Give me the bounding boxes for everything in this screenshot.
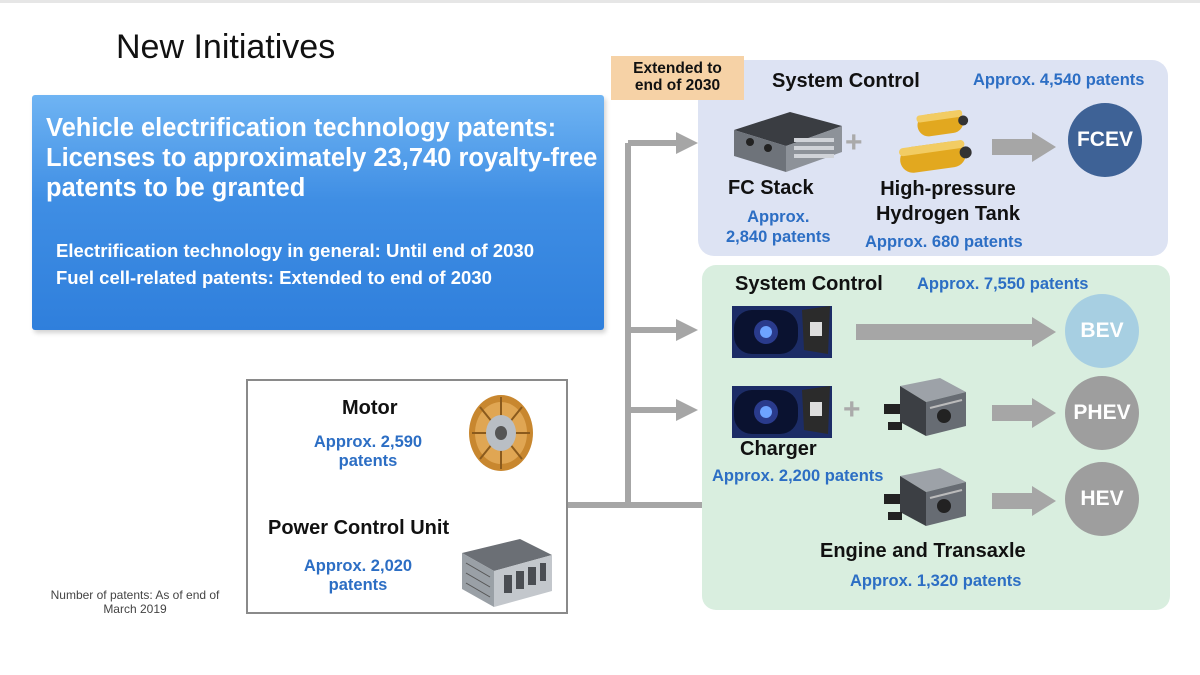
motor-count-line2: patents (338, 452, 398, 470)
footnote: Number of patents: As of end of March 20… (50, 588, 220, 616)
fc-stack-count: Approx. 2,840 patents (726, 207, 831, 247)
pcu-count: Approx. 2,020 patents (288, 557, 428, 595)
tank-count: Approx. 680 patents (865, 233, 1023, 251)
fcev-system-control-label: System Control (772, 70, 920, 92)
charger-count: Approx. 2,200 patents (712, 467, 884, 485)
charger-label: Charger (740, 438, 817, 460)
bev-circle: BEV (1065, 294, 1139, 368)
pcu-count-line2: patents (328, 576, 388, 594)
fcev-system-control-count: Approx. 4,540 patents (973, 71, 1145, 89)
summary-headline: Vehicle electrification technology paten… (46, 114, 598, 202)
motor-label: Motor (342, 397, 398, 419)
arrow-to-hev (992, 486, 1056, 516)
summary-line-fuel-cell: Fuel cell-related patents: Extended to e… (56, 267, 492, 288)
arrowhead-bev (676, 319, 698, 341)
fc-stack-label: FC Stack (728, 177, 814, 199)
pcu-label: Power Control Unit (268, 517, 450, 539)
motor-count: Approx. 2,590 patents (298, 433, 438, 471)
engine-image-phev (884, 378, 966, 436)
phev-circle: PHEV (1065, 376, 1139, 450)
hydrogen-tank-image (898, 110, 972, 173)
summary-box: Vehicle electrification technology paten… (32, 95, 604, 330)
extended-badge: Extended to end of 2030 (611, 56, 744, 100)
fcev-circle: FCEV (1068, 103, 1142, 177)
fc-stack-count-line1: Approx. (747, 208, 810, 226)
motor-count-line1: Approx. 2,590 (313, 433, 423, 451)
fc-stack-image (734, 112, 842, 172)
badge-line2: end of 2030 (634, 77, 721, 94)
arrow-to-phev (992, 398, 1056, 428)
summary-line-electrification: Electrification technology in general: U… (56, 240, 535, 261)
tank-label-line2: Hydrogen Tank (875, 203, 1021, 225)
pcu-count-line1: Approx. 2,020 (303, 557, 413, 575)
badge-line1: Extended to (633, 60, 722, 77)
charger-port-image-bev (732, 306, 832, 358)
arrowhead-fcev (676, 132, 698, 154)
fc-stack-count-line2: 2,840 patents (726, 228, 831, 246)
engine-label: Engine and Transaxle (820, 540, 1026, 562)
arrowhead-phev (676, 399, 698, 421)
electric-system-control-count: Approx. 7,550 patents (917, 275, 1089, 293)
arrow-to-bev (856, 317, 1056, 347)
engine-image-hev (884, 468, 966, 526)
pcu-image (462, 539, 552, 607)
plus-icon-phev: + (843, 393, 861, 426)
engine-count: Approx. 1,320 patents (850, 572, 1022, 590)
motor-image (469, 395, 533, 471)
charger-port-image-phev (732, 386, 832, 438)
components-box: Motor Approx. 2,590 patents Power Contro… (246, 379, 568, 614)
plus-icon: + (845, 126, 863, 159)
arrow-to-fcev (992, 132, 1056, 162)
top-rule (0, 0, 1200, 3)
tank-label-line1: High-pressure (880, 178, 1016, 200)
tank-label: High-pressure Hydrogen Tank (858, 177, 1038, 227)
electric-system-control-label: System Control (735, 273, 883, 295)
page-title: New Initiatives (116, 28, 336, 66)
hev-circle: HEV (1065, 462, 1139, 536)
